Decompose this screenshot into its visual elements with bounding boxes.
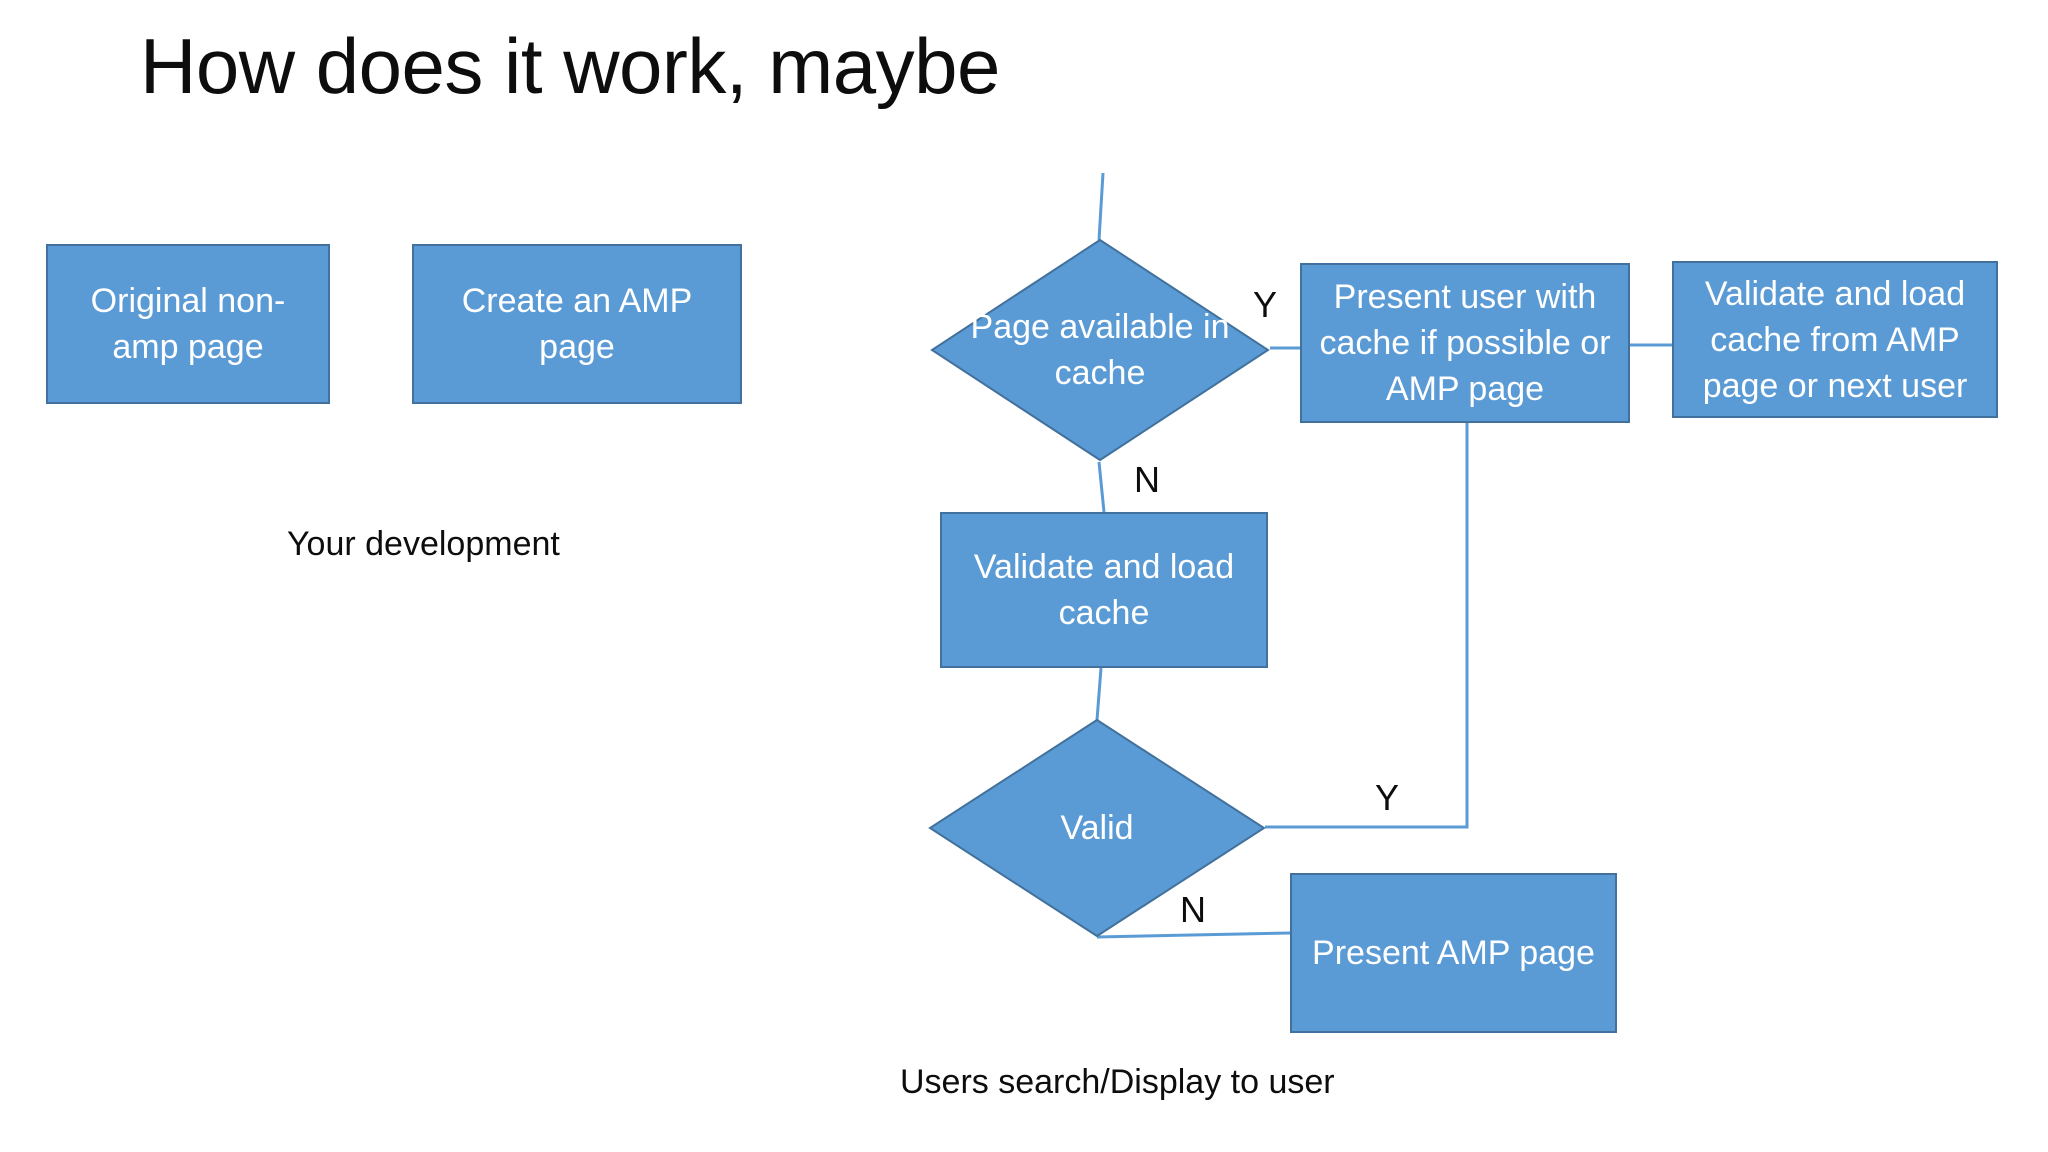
node-validate-from-amp-label: Validate and load cache from AMP page or… — [1702, 274, 1968, 405]
node-original-page[interactable]: Original non-amp page — [46, 244, 330, 404]
node-validate-from-amp[interactable]: Validate and load cache from AMP page or… — [1672, 261, 1998, 418]
node-present-amp[interactable]: Present AMP page — [1290, 873, 1617, 1033]
branch-label-valid-yes: Y — [1375, 777, 1400, 818]
branch-label-page-available-yes: Y — [1253, 284, 1278, 325]
diamond-shape-valid — [928, 718, 1266, 938]
node-page-available[interactable]: Page available in cache — [930, 238, 1270, 462]
branch-label-valid-no: N — [1180, 889, 1206, 930]
diamond-shape-page-available — [930, 238, 1270, 462]
node-valid[interactable]: Valid — [928, 718, 1266, 938]
node-validate-load-cache[interactable]: Validate and load cache — [940, 512, 1268, 668]
left-group-caption: Your development — [287, 525, 560, 563]
connector-page-available-no — [1097, 461, 1106, 513]
connector-entry-to-page-available — [1097, 172, 1105, 241]
page-title: How does it work, maybe — [140, 22, 1000, 110]
node-create-amp[interactable]: Create an AMP page — [412, 244, 742, 404]
node-validate-load-cache-label: Validate and load cache — [973, 548, 1235, 632]
node-original-page-label: Original non-amp page — [90, 282, 286, 366]
connector-valid-yes — [1265, 423, 1469, 829]
connector-validate-cache-to-valid — [1095, 667, 1103, 721]
node-present-user-label: Present user with cache if possible or A… — [1319, 278, 1611, 408]
node-present-amp-label: Present AMP page — [1312, 934, 1595, 972]
node-present-user[interactable]: Present user with cache if possible or A… — [1300, 263, 1630, 423]
node-create-amp-label: Create an AMP page — [461, 282, 693, 366]
branch-label-page-available-no: N — [1134, 459, 1160, 500]
bottom-group-caption: Users search/Display to user — [900, 1063, 1335, 1101]
